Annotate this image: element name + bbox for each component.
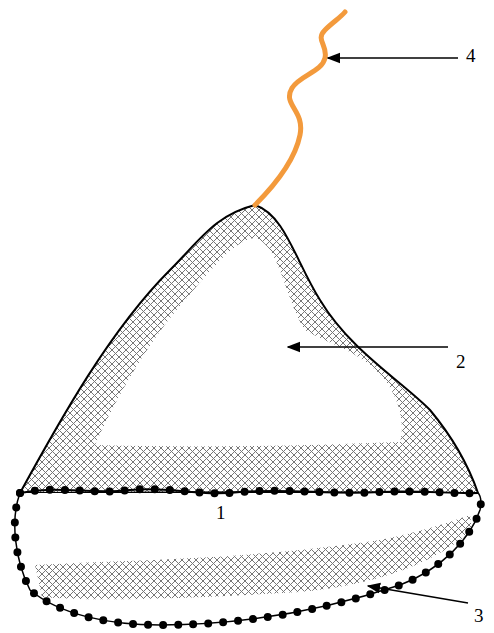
lobe-dots <box>15 493 481 625</box>
septum-dots <box>20 489 478 493</box>
lobe-outline <box>15 493 481 625</box>
leader-line <box>288 346 448 348</box>
leader-line <box>368 586 468 603</box>
callout-number: 1 <box>216 503 226 522</box>
callout-number: 2 <box>456 352 466 371</box>
orange-stalk <box>255 12 345 205</box>
upper-body <box>20 205 478 493</box>
lower-lobe <box>15 493 481 625</box>
lower-hatch <box>35 515 472 599</box>
inner-cavity <box>95 238 402 446</box>
callout-number: 4 <box>466 46 476 65</box>
leader-line <box>328 57 458 59</box>
septum-outline <box>20 489 478 493</box>
callout-number: 3 <box>474 606 484 625</box>
